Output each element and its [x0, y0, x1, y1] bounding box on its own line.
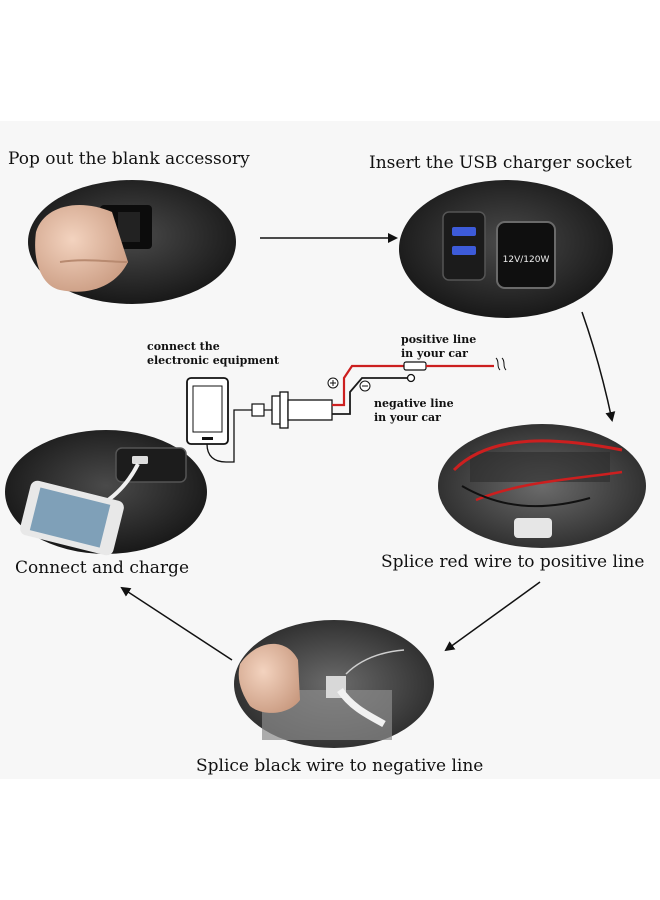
photo-splice-red-wire	[438, 424, 646, 548]
negative-label-line-1: negative line	[374, 397, 454, 410]
ring-terminal-icon	[406, 373, 416, 383]
arrow-step3-to-step4	[444, 581, 541, 652]
usb-plug-icon	[251, 403, 265, 417]
usb-port-icon	[452, 246, 476, 255]
negative-label-line-2: in your car	[374, 411, 441, 424]
photo-connect-and-charge	[5, 430, 207, 556]
step-2-label: Insert the USB charger socket	[369, 153, 632, 173]
device-label: connect the electronic equipment	[147, 340, 279, 368]
red-wire	[332, 364, 404, 407]
step-1-label: Pop out the blank accessory	[8, 149, 250, 169]
positive-label-line-2: in your car	[401, 347, 468, 360]
step-3-label: Splice red wire to positive line	[381, 552, 645, 572]
negative-line-label: negative line in your car	[374, 397, 454, 425]
socket-rating-label: 12V/120W	[503, 255, 550, 265]
positive-line-label: positive line in your car	[401, 333, 476, 361]
step-4-label: Splice black wire to negative line	[196, 756, 484, 776]
photo-usb-charger-socket: 12V/120W	[399, 180, 613, 318]
usb-port-icon	[452, 227, 476, 236]
device-label-line-2: electronic equipment	[147, 354, 280, 367]
wiring-schematic	[186, 357, 507, 463]
socket-12v	[496, 221, 556, 289]
wire-break-icon	[495, 357, 507, 371]
step-5-label: Connect and charge	[15, 558, 190, 578]
positive-label-line-1: positive line	[401, 333, 477, 346]
arrow-step2-to-step3	[581, 311, 616, 422]
device-label-line-1: connect the	[147, 340, 220, 353]
photo-pop-out-accessory	[28, 180, 236, 304]
fuse-icon	[403, 361, 427, 371]
arrow-step4-to-step5	[120, 586, 233, 661]
photo-splice-black-wire	[234, 620, 434, 748]
black-wire	[332, 377, 408, 415]
